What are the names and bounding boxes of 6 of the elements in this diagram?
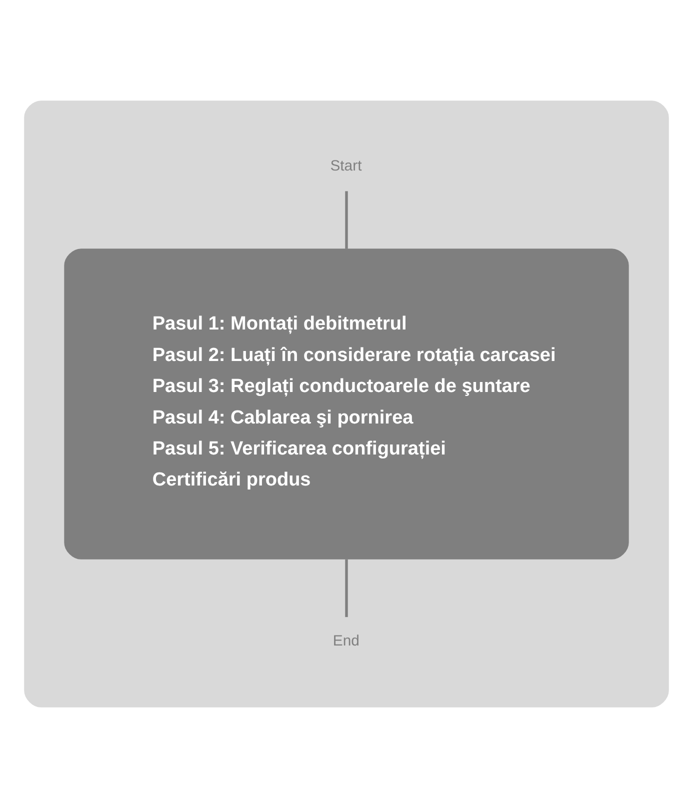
node-text: Start [330, 156, 362, 174]
connector [345, 558, 348, 617]
node-text: End [332, 632, 360, 649]
node-box: Pasul 1: Montați debitmetrul Pasul 2: Luați în considerare rotația carcasei Pasul 3: Reglați conductoarele de şuntare Pasul 4: Cablarea şi pornirea Pasul 5: Verificarea configurației Certificări produs [64, 248, 629, 559]
cluster [24, 100, 669, 707]
connector [345, 190, 348, 248]
